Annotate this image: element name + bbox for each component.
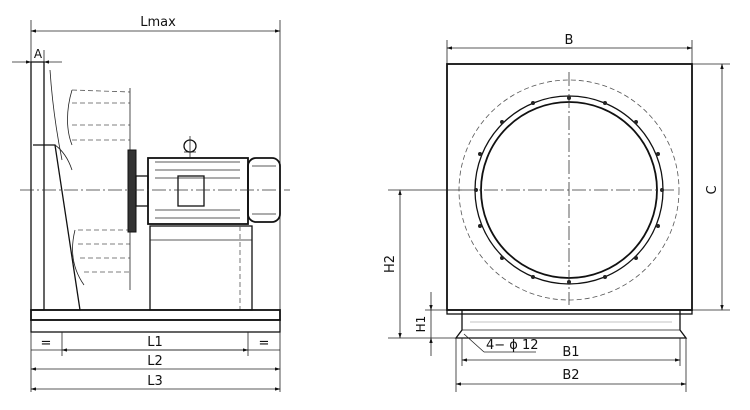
- motor-body: [147, 157, 249, 225]
- l1-label: L1: [147, 335, 163, 350]
- b2-label: B2: [562, 368, 579, 383]
- a-label: A: [34, 47, 43, 61]
- side-view: Lmax A: [12, 15, 290, 392]
- bolt-hole-icon: [500, 256, 504, 260]
- impeller-hub: [127, 149, 137, 233]
- l3-label: L3: [147, 374, 163, 389]
- c-label: C: [705, 185, 720, 194]
- b1-label: B1: [562, 345, 579, 360]
- bolt-hole-icon: [531, 101, 535, 105]
- l2-label: L2: [147, 354, 163, 369]
- bolt-hole-icon: [531, 275, 535, 279]
- base-frame-bottom: [30, 319, 281, 333]
- holes-leader: [463, 333, 485, 353]
- bolt-hole-icon: [634, 256, 638, 260]
- bolt-hole-icon: [603, 275, 607, 279]
- impeller-edge-bottom: [72, 229, 85, 286]
- bolt-hole-icon: [500, 120, 504, 124]
- impeller-blades-bottom: [78, 229, 130, 273]
- base-frame-top: [30, 309, 281, 321]
- bolt-hole-icon: [656, 152, 660, 156]
- inlet-plate: [30, 61, 45, 311]
- motor-pedestal: [149, 225, 253, 311]
- bolt-hole-icon: [656, 224, 660, 228]
- housing-front: [446, 63, 693, 311]
- eq-right-label: =: [259, 336, 270, 351]
- h2-label: H2: [383, 255, 398, 273]
- motor-fins: [155, 161, 240, 219]
- inlet-curve-top: [49, 69, 63, 161]
- front-view: B: [383, 33, 730, 392]
- bolt-hole-icon: [478, 152, 482, 156]
- bolt-hole-icon: [634, 120, 638, 124]
- h1-label: H1: [414, 316, 428, 333]
- bolt-hole-icon: [603, 101, 607, 105]
- eq-left-label: =: [41, 336, 52, 351]
- holes-label: 4− ϕ 12: [486, 338, 539, 353]
- inlet-cone: [33, 144, 81, 311]
- impeller-edge-top: [67, 89, 73, 146]
- impeller: [67, 88, 131, 290]
- bolt-hole-icon: [478, 224, 482, 228]
- coupling: [135, 175, 149, 207]
- inlet-curve-mid: [54, 144, 73, 171]
- fan-cover-lines: [252, 165, 276, 215]
- front-base-feet: [454, 310, 688, 339]
- front-base-plate: [446, 309, 693, 315]
- b-label: B: [565, 33, 574, 48]
- lmax-label: Lmax: [140, 15, 176, 30]
- motor: [147, 136, 281, 225]
- terminal-box: [177, 175, 205, 207]
- impeller-blades-top: [71, 89, 131, 141]
